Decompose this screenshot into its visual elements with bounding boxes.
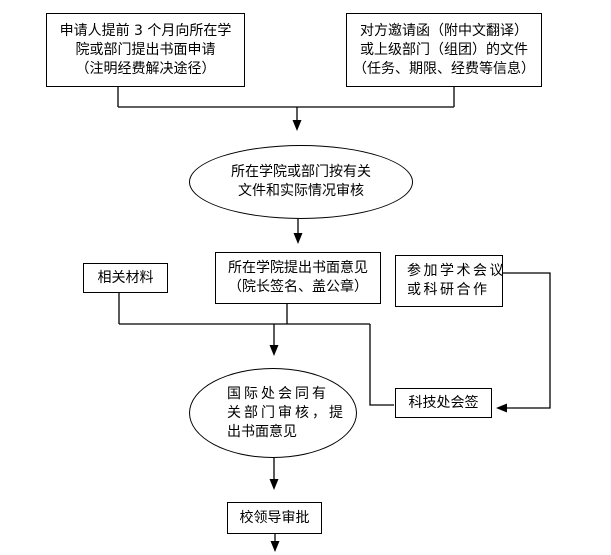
node-text-line: 相关材料 [97, 269, 154, 286]
flow-node-related-materials: 相关材料 [83, 263, 168, 293]
flow-node-leader-approval: 校领导审批 [227, 502, 322, 534]
node-text-line: 参加学术会议 [407, 263, 506, 279]
node-text-line: 关部门审核，提 [227, 404, 346, 421]
node-text-line: 所在学院或部门按有关 [231, 164, 371, 180]
node-text-line: （任务、期限、经费等信息） [353, 60, 535, 77]
connector-junction-to-tech [369, 324, 394, 406]
arrowhead-into-leader [269, 479, 279, 490]
flow-node-college-review: 所在学院或部门按有关 文件和实际情况审核 [189, 145, 413, 219]
flow-node-tech-office-countersign: 科技处会签 [395, 388, 492, 418]
node-text-line: （院长签名、盖公章） [228, 279, 368, 295]
arrowhead-into-intl-review [269, 345, 279, 356]
node-text-line: 科技处会签 [408, 394, 479, 411]
arrowhead-into-college-review [292, 120, 302, 131]
arrowhead-into-opinion [293, 233, 303, 244]
arrowhead-into-tech [496, 403, 507, 413]
flow-node-invitation-documents: 对方邀请函（附中文翻译） 或上级部门（组团）的文件 （任务、期限、经费等信息） [346, 13, 542, 87]
connector-academic-to-tech [503, 272, 551, 409]
node-text-line: 申请人提前 3 个月向所在学 [59, 22, 232, 39]
node-text-line: 或科研合作 [407, 282, 490, 298]
flow-node-academic-cooperation: 参加学术会议 或科研合作 [395, 255, 506, 307]
node-text-line: （注明经费解决途径） [75, 60, 216, 77]
node-text-line: 国际处会同有 [227, 385, 329, 402]
flow-node-college-written-opinion: 所在学院提出书面意见 （院长签名、盖公章） [215, 252, 381, 304]
flow-node-intl-office-review: 国际处会同有 关部门审核，提 出书面意见 [189, 368, 357, 458]
node-text-line: 文件和实际情况审核 [238, 183, 364, 199]
node-text-line: 所在学院提出书面意见 [228, 260, 368, 276]
node-text-line: 校领导审批 [239, 509, 310, 526]
node-text-line: 对方邀请函（附中文翻译） [360, 22, 528, 39]
node-text-line: 出书面意见 [227, 423, 297, 440]
node-text-line: 院或部门提出书面申请 [75, 41, 216, 58]
node-text-line: 或上级部门（组团）的文件 [360, 41, 528, 58]
arrowhead-leader-out [270, 541, 280, 552]
flow-node-applicant-request: 申请人提前 3 个月向所在学 院或部门提出书面申请 （注明经费解决途径） [46, 13, 245, 87]
